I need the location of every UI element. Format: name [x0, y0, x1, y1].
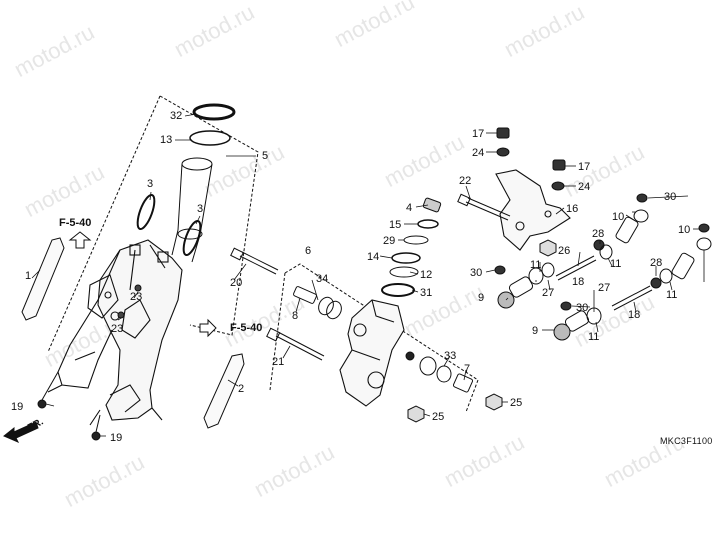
callout-21: 21 [272, 356, 285, 368]
front-arrow [3, 421, 39, 443]
callout-31: 31 [420, 287, 433, 299]
callout-14: 14 [367, 251, 380, 263]
callout-4: 4 [406, 202, 413, 214]
callout-10: 10 [612, 211, 625, 223]
bolt-19 [37, 371, 101, 441]
callout-18: 18 [572, 276, 585, 288]
washer-24 [496, 147, 565, 191]
bolt-8 [293, 286, 342, 320]
bushing-7 [452, 373, 474, 393]
callout-9: 9 [532, 325, 539, 337]
callout-23: 23 [111, 323, 124, 335]
callout-6: 6 [305, 245, 312, 257]
tie-rod-upper [555, 193, 649, 281]
callout-18: 18 [628, 309, 641, 321]
callout-15: 15 [389, 219, 402, 231]
leader-lines [31, 113, 705, 437]
callout-20: 20 [230, 277, 243, 289]
side-cover-right [203, 353, 245, 429]
callout-33: 33 [444, 350, 457, 362]
callout-30: 30 [576, 302, 589, 314]
callout-13: 13 [160, 134, 173, 146]
callout-17: 17 [578, 161, 591, 173]
callout-7: 7 [464, 363, 471, 375]
callout-32: 32 [170, 110, 183, 122]
callout-29: 29 [383, 235, 396, 247]
ref-arrow-markers [68, 231, 217, 338]
callout-30: 30 [664, 191, 677, 203]
shock-arm [339, 299, 405, 407]
bolt-20 [230, 247, 279, 275]
frame-group-outline [47, 95, 259, 353]
nut-26 [539, 239, 557, 257]
callout-34: 34 [316, 273, 329, 285]
callout-11: 11 [610, 258, 622, 270]
callout-19: 19 [11, 401, 24, 413]
main-frame [47, 239, 183, 426]
callout-11: 11 [666, 289, 678, 301]
callout-23: 23 [130, 291, 143, 303]
callout-22: 22 [459, 175, 472, 187]
group-6-outline [269, 263, 479, 413]
callout-24: 24 [578, 181, 591, 193]
bracket-16 [495, 169, 571, 251]
side-cover-left [21, 237, 65, 321]
section-reference-link[interactable]: F-5-40 [59, 217, 92, 229]
tie-rod-lower [611, 223, 712, 311]
callout-11: 11 [530, 259, 542, 271]
callout-27: 27 [542, 287, 555, 299]
callout-5: 5 [262, 150, 269, 162]
callout-28: 28 [650, 257, 663, 269]
callout-3: 3 [197, 203, 204, 215]
callout-2: 2 [238, 383, 245, 395]
callout-24: 24 [472, 147, 485, 159]
callout-30: 30 [470, 267, 483, 279]
callout-10: 10 [678, 224, 691, 236]
callout-16: 16 [566, 203, 579, 215]
callout-19: 19 [110, 432, 123, 444]
bearing-parts [136, 103, 236, 257]
callout-11: 11 [588, 331, 600, 343]
callout-3: 3 [147, 178, 154, 190]
callout-25: 25 [432, 411, 445, 423]
steering-head-pipe [171, 157, 213, 263]
callout-17: 17 [472, 128, 485, 140]
section-reference-link[interactable]: F-5-40 [230, 322, 263, 334]
callout-25: 25 [510, 397, 523, 409]
callout-26: 26 [558, 245, 571, 257]
drawing-code: MKC3F1100 [660, 436, 713, 446]
callout-12: 12 [420, 269, 433, 281]
callout-9: 9 [478, 292, 485, 304]
callout-28: 28 [592, 228, 605, 240]
bolt-22 [457, 193, 511, 221]
callout-8: 8 [292, 310, 299, 322]
callout-27: 27 [598, 282, 611, 294]
nut-25 [407, 393, 503, 423]
bolt-21 [266, 327, 325, 361]
callout-1: 1 [25, 270, 32, 282]
